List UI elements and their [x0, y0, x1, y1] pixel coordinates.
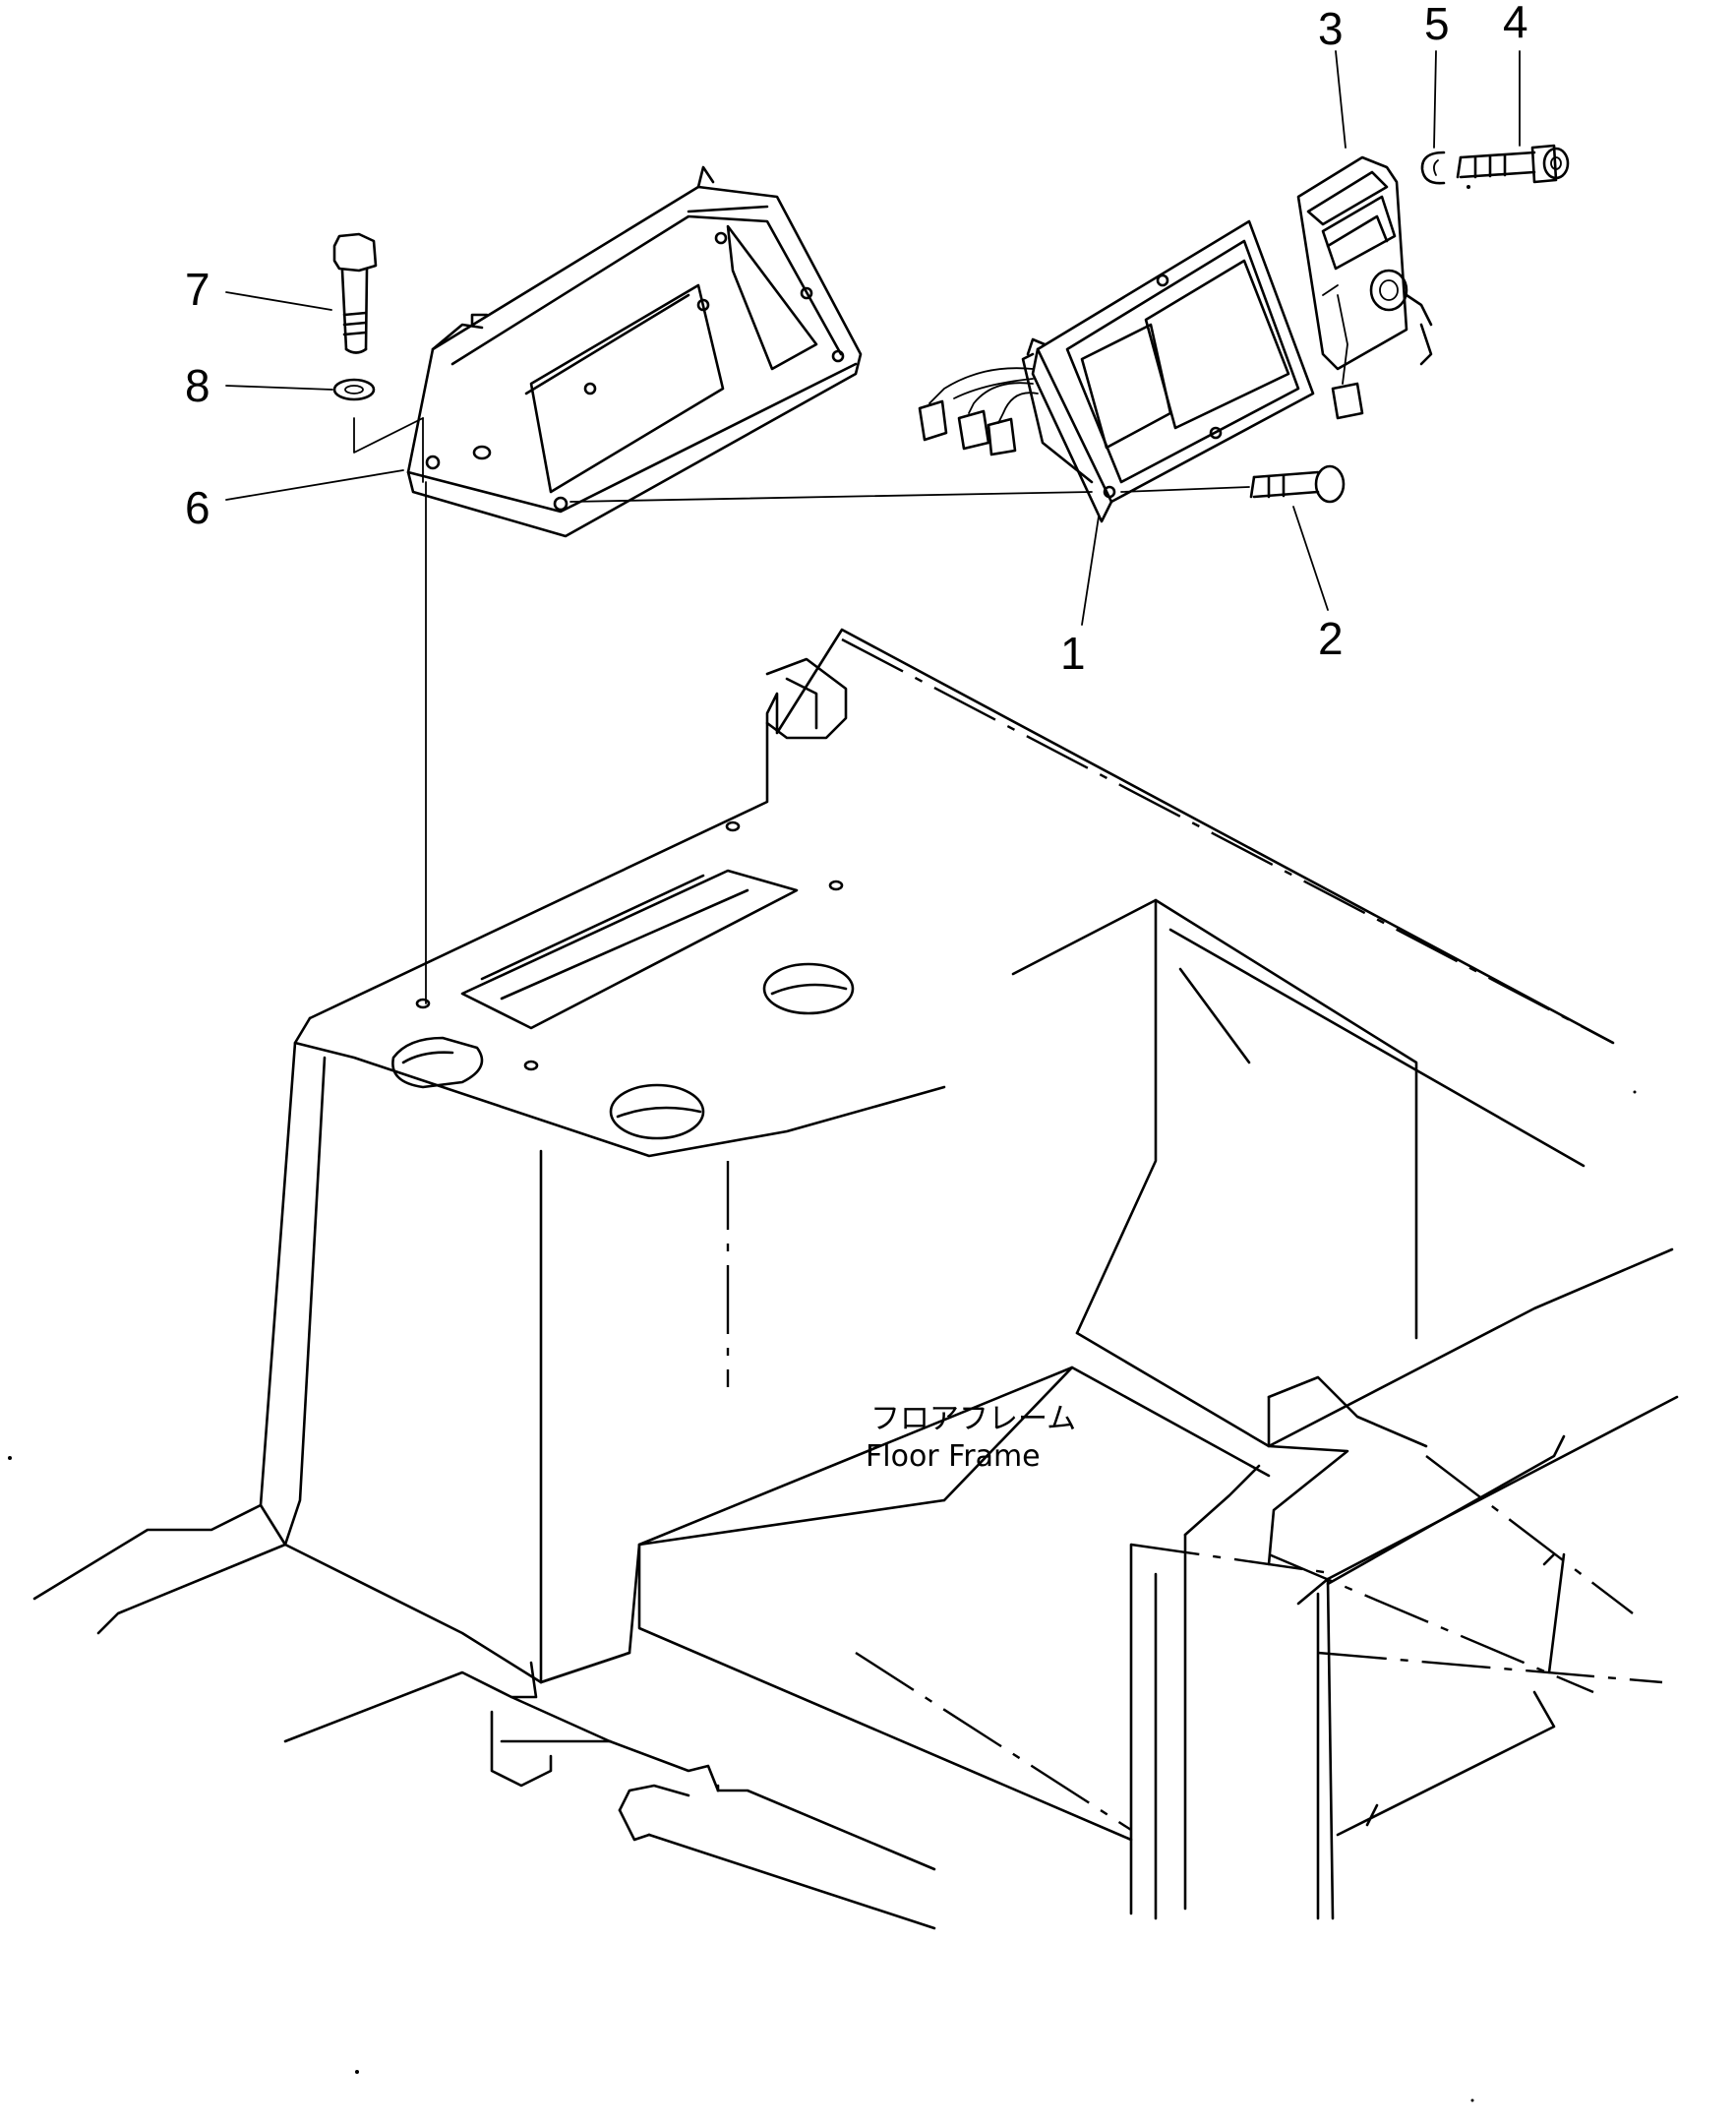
monitor-panel-part-1 — [918, 219, 1315, 523]
callout-7: 7 — [185, 264, 210, 315]
switch-unit-part-3 — [1296, 155, 1433, 420]
callout-2: 2 — [1318, 613, 1344, 664]
washer-part-8 — [332, 378, 376, 401]
floor-frame-label: フロアフレーム Floor Frame — [866, 1402, 1076, 1474]
label-floor-frame-jp: フロアフレーム — [870, 1402, 1076, 1436]
callout-1: 1 — [1060, 628, 1086, 679]
callouts: 1 2 3 4 5 6 7 8 — [185, 0, 1528, 679]
callout-8: 8 — [185, 360, 210, 411]
bolt-part-4 — [1456, 144, 1570, 184]
bolt-part-2 — [1249, 464, 1346, 504]
callout-4: 4 — [1503, 0, 1528, 47]
callout-5: 5 — [1424, 0, 1450, 49]
assembly-lines — [225, 50, 1521, 1004]
floor-frame — [32, 628, 1679, 1930]
specks — [8, 185, 1637, 2102]
washer-part-5 — [1420, 151, 1446, 185]
callout-6: 6 — [185, 482, 210, 533]
bolt-part-7 — [332, 232, 378, 354]
label-floor-frame-en: Floor Frame — [866, 1439, 1041, 1474]
panel-bracket-part-6 — [406, 165, 863, 538]
callout-3: 3 — [1318, 3, 1344, 54]
